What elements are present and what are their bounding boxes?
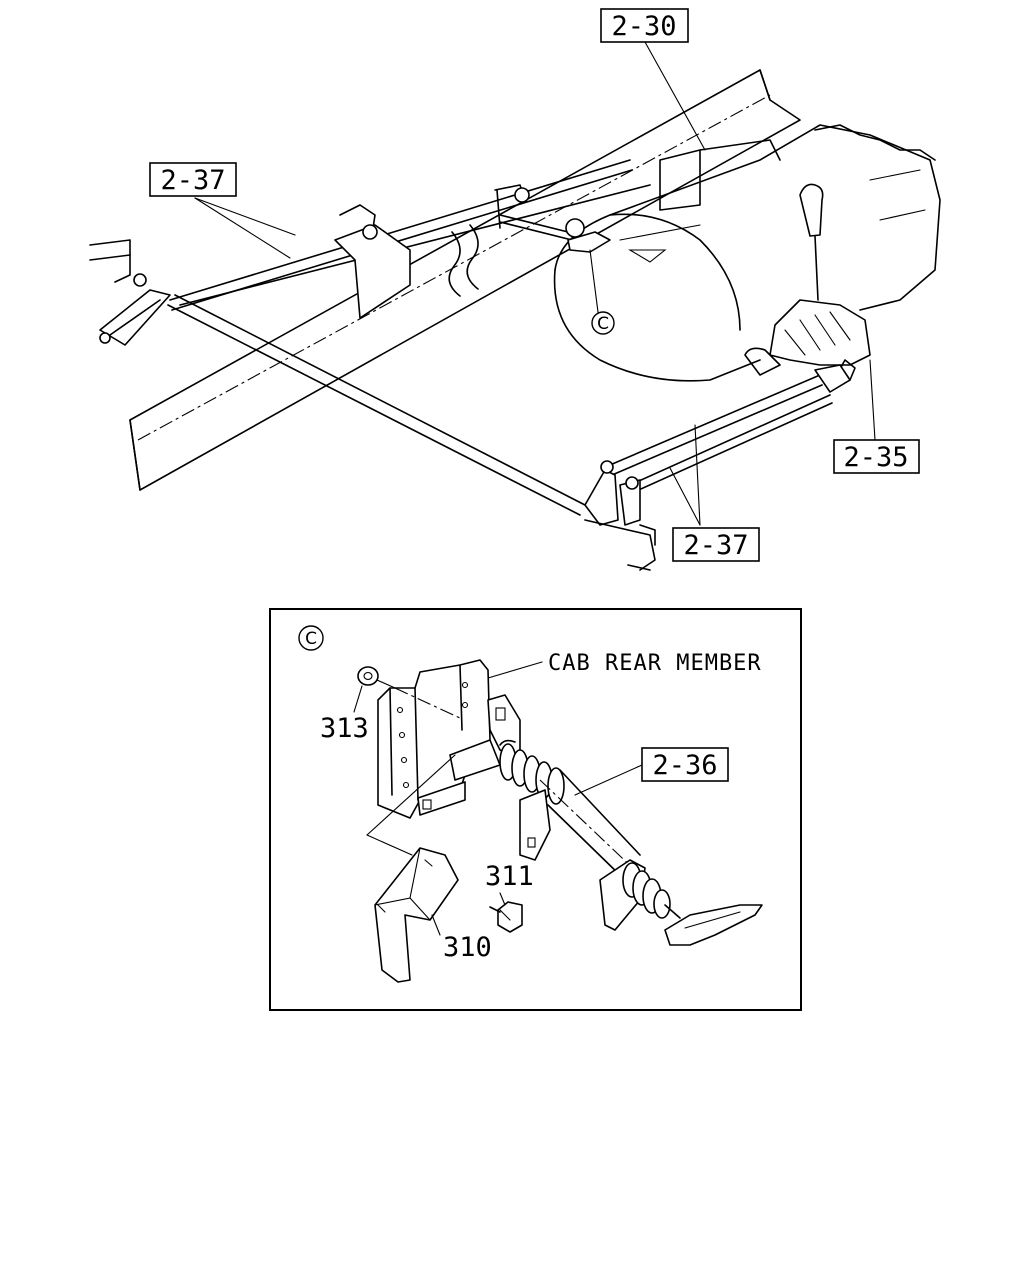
detail-inset-marker-c-text: C (305, 629, 317, 649)
part-313-label: 313 (320, 713, 369, 744)
callout-2-36-text: 2-36 (652, 750, 717, 781)
leader-detail-c (589, 249, 599, 313)
part-310-bracket (366, 754, 459, 983)
leader-313 (353, 685, 363, 713)
callout-2-30-text: 2-30 (611, 11, 676, 42)
right-linkage (584, 364, 851, 571)
callout-2-35-text: 2-35 (843, 442, 908, 473)
callout-2-37-left[interactable]: 2-37 (149, 162, 237, 197)
callout-2-36[interactable]: 2-36 (641, 747, 729, 782)
leader-310 (431, 914, 441, 936)
center-linkage (494, 184, 611, 253)
leader-cab-rear-member (487, 661, 543, 679)
callout-2-35[interactable]: 2-35 (833, 439, 920, 474)
leader-2-30 (644, 41, 706, 151)
leader-2-37-left-b (194, 197, 291, 259)
cab-rear-member-label: CAB REAR MEMBER (548, 651, 762, 676)
leader-2-37-left-a (194, 197, 296, 236)
transmission-housing (553, 124, 941, 382)
callout-2-37-left-text: 2-37 (160, 165, 225, 196)
leader-310-connect (366, 754, 456, 836)
leader-2-35 (869, 359, 876, 441)
leader-2-37-right-b (669, 467, 701, 526)
part-311-label: 311 (485, 861, 534, 892)
frame-rail (129, 69, 801, 491)
shift-cable-assembly (499, 739, 763, 946)
leader-2-37-right-a (694, 424, 701, 526)
detail-inset-frame (269, 608, 802, 1011)
callout-2-30[interactable]: 2-30 (600, 8, 689, 43)
cab-rear-member-bracket (377, 659, 521, 819)
part-311-bolt (489, 901, 523, 933)
leader-2-36 (574, 764, 643, 796)
detail-marker-c-text: C (597, 314, 609, 334)
gear-shift-lever (744, 183, 871, 381)
left-linkage (89, 204, 411, 346)
part-313-nut (357, 666, 461, 719)
part-310-label: 310 (443, 932, 492, 963)
detail-inset-marker-c: C (298, 625, 324, 651)
control-rods (167, 159, 833, 516)
callout-2-37-right[interactable]: 2-37 (672, 527, 760, 562)
detail-marker-c[interactable]: C (591, 311, 615, 335)
leader-311 (499, 892, 506, 906)
callout-2-37-right-text: 2-37 (683, 530, 748, 561)
